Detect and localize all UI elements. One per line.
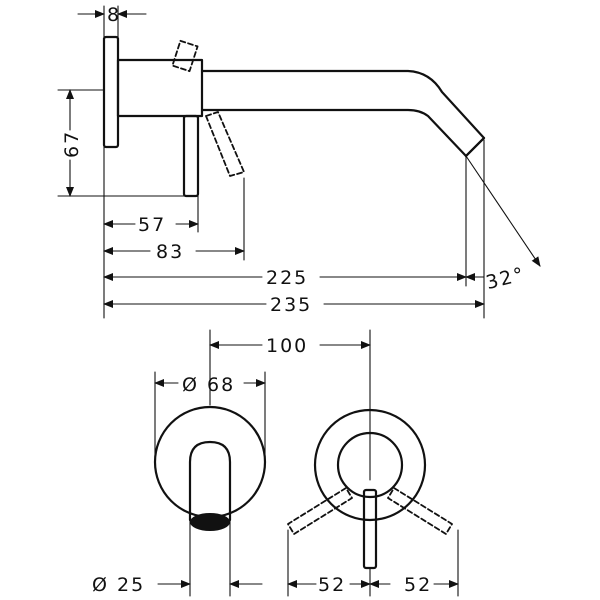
dim-label-52-left: 52	[318, 574, 346, 596]
dim-100: 100	[209, 329, 371, 481]
mixer-cartridge	[336, 431, 404, 499]
lever-ghost-left	[287, 487, 353, 535]
dim-label-52-right: 52	[404, 574, 432, 596]
dim-235: 235	[103, 294, 485, 316]
lever-ghost-up	[171, 39, 199, 73]
dim-plate-thickness: 8	[77, 4, 147, 38]
dim-52-52: 52 52	[287, 529, 459, 597]
wall-plate	[102, 35, 120, 149]
dim-angle-32: 32°	[465, 155, 541, 294]
mixer-lever	[362, 488, 378, 570]
valve-body	[116, 58, 204, 118]
dim-label-dia25: Ø 25	[92, 574, 145, 596]
dim-label-8: 8	[107, 4, 119, 26]
dim-label-57: 57	[138, 214, 166, 236]
spout-front-view	[153, 405, 267, 531]
dim-label-225: 225	[266, 267, 308, 289]
spout-tip	[464, 136, 486, 158]
dim-height-67: 67	[57, 89, 185, 197]
spout-front	[188, 440, 232, 522]
lever-stem	[182, 114, 200, 198]
lever-ghost-right	[387, 487, 453, 535]
dim-label-67: 67	[61, 130, 83, 158]
spout-rosette	[153, 405, 267, 519]
dim-dia-25: Ø 25	[92, 519, 263, 597]
dim-dia-68: Ø 68	[154, 371, 266, 461]
dim-label-100: 100	[266, 335, 308, 357]
side-view	[102, 35, 486, 198]
spout-outlet	[190, 513, 230, 531]
lever-ghost-tilt	[205, 111, 245, 177]
dim-label-235: 235	[270, 294, 312, 316]
spout	[200, 69, 486, 158]
dim-label-83: 83	[156, 241, 184, 263]
mixer-rosette	[313, 408, 427, 522]
dim-label-32: 32°	[484, 263, 528, 294]
dim-label-dia68: Ø 68	[182, 374, 235, 396]
mixer-front-view	[287, 408, 453, 570]
dim-225: 225	[103, 267, 467, 289]
dim-83: 83	[103, 241, 245, 263]
dim-57: 57	[103, 214, 199, 236]
